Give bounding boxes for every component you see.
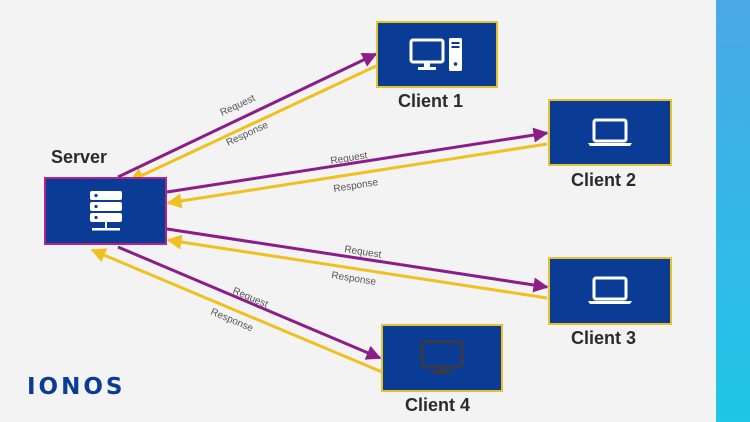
desktop-computer-icon bbox=[409, 37, 462, 71]
request-arrow-client-2 bbox=[166, 127, 549, 194]
server-box bbox=[44, 177, 167, 245]
client-4-box bbox=[381, 324, 503, 392]
ionos-logo: IONOS bbox=[27, 374, 126, 400]
decorative-side-strip bbox=[716, 0, 750, 422]
request-arrow-client-3 bbox=[166, 227, 549, 293]
response-arrow-client-4 bbox=[90, 248, 383, 374]
request-label-client-4: Request bbox=[231, 286, 270, 311]
client-2-label: Client 2 bbox=[571, 170, 637, 190]
laptop-icon bbox=[588, 118, 632, 146]
server-label: Server bbox=[51, 147, 108, 167]
laptop-icon bbox=[588, 276, 632, 304]
client-3-label: Client 3 bbox=[571, 328, 637, 348]
client-3-box bbox=[548, 257, 672, 325]
server-rack-icon bbox=[89, 191, 122, 231]
client-2-box bbox=[548, 99, 672, 166]
request-arrow-client-4 bbox=[117, 245, 382, 360]
response-arrow-client-3 bbox=[166, 234, 548, 300]
request-arrow-client-1 bbox=[117, 52, 378, 179]
response-label-client-3: Response bbox=[331, 270, 378, 288]
response-arrow-client-1 bbox=[128, 64, 377, 183]
client-1-label: Client 1 bbox=[398, 91, 464, 111]
client-4-label: Client 4 bbox=[405, 395, 471, 415]
monitor-icon bbox=[420, 340, 464, 374]
response-arrow-client-2 bbox=[166, 142, 548, 209]
client-1-box bbox=[376, 21, 498, 88]
response-label-client-4: Response bbox=[209, 307, 255, 335]
response-label-client-2: Response bbox=[333, 177, 380, 195]
